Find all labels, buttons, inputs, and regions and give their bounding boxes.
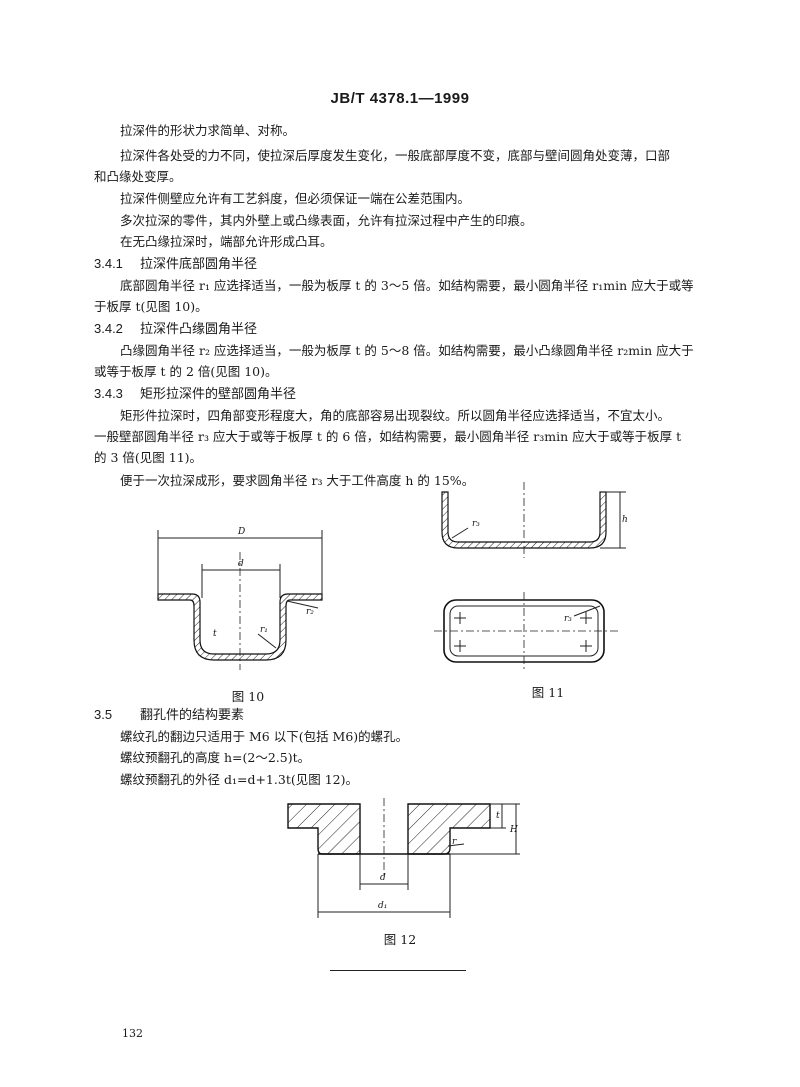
paragraph: 多次拉深的零件，其内外壁上或凸缘表面，允许有拉深过程中产生的印痕。 [120, 213, 533, 228]
paragraph: 或等于板厚 t 的 2 倍(见图 10)。 [94, 364, 278, 379]
label-r3: r₃ [472, 519, 480, 529]
section-number: 3.4.3 [94, 386, 123, 401]
paragraph: 底部圆角半径 r₁ 应选择适当，一般为板厚 t 的 3～5 倍。如结构需要，最小… [120, 278, 694, 293]
page-number: 132 [122, 1027, 143, 1040]
label-D: D [237, 527, 245, 537]
figure-12-drawing: t H r d d₁ [287, 798, 520, 918]
figure-12-caption: 图 12 [383, 932, 417, 947]
paragraph: 矩形件拉深时，四角部变形程度大，角的底部容易出现裂纹。所以圆角半径应选择适当，不… [120, 408, 671, 423]
section-title: 矩形拉深件的壁部圆角半径 [140, 386, 297, 401]
paragraph: 螺纹孔的翻边只适用于 M6 以下(包括 M6)的螺孔。 [120, 729, 409, 744]
label-d: d [238, 559, 244, 569]
paragraph: 于板厚 t(见图 10)。 [94, 299, 208, 314]
label-d1: d₁ [378, 901, 387, 911]
section-heading-3-5: 3.5 翻孔件的结构要素 [94, 704, 244, 725]
label-t: t [213, 629, 217, 639]
page-header: JB/T 4378.1—1999 [330, 90, 470, 107]
section-number: 3.5 [94, 707, 113, 722]
paragraph: 凸缘圆角半径 r₂ 应选择适当，一般为板厚 t 的 5～8 倍。如结构需要，最小… [120, 343, 694, 358]
label-d: d [380, 873, 386, 883]
figure-10-drawing: D d r₂ r₁ t [157, 527, 323, 670]
label-t: t [496, 811, 500, 821]
label-r2: r₂ [306, 607, 314, 617]
figure-10-caption: 图 10 [231, 689, 265, 704]
paragraph: 螺纹预翻孔的外径 d₁=d+1.3t(见图 12)。 [120, 772, 358, 787]
section-heading-3-4-2: 3.4.2 拉深件凸缘圆角半径 [94, 318, 257, 339]
section-heading-3-4-3: 3.4.3 矩形拉深件的壁部圆角半径 [94, 383, 296, 404]
figure-11-caption: 图 11 [531, 685, 565, 700]
section-title: 拉深件底部圆角半径 [140, 256, 258, 271]
paragraph: 在无凸缘拉深时，端部允许形成凸耳。 [120, 234, 333, 249]
label-h: h [622, 515, 628, 525]
paragraph: 螺纹预翻孔的高度 h=(2～2.5)t。 [120, 750, 311, 765]
figure-11-drawing: h r₃ r₃ [434, 482, 628, 672]
paragraph: 拉深件侧壁应允许有工艺斜度，但必须保证一端在公差范围内。 [120, 191, 471, 206]
section-heading-3-4-1: 3.4.1 拉深件底部圆角半径 [94, 253, 257, 274]
section-number: 3.4.1 [94, 256, 123, 271]
paragraph: 一般壁部圆角半径 r₃ 应大于或等于板厚 t 的 6 倍，如结构需要，最小圆角半… [94, 429, 682, 444]
paragraph: 便于一次拉深成形，要求圆角半径 r₃ 大于工件高度 h 的 15%。 [120, 473, 475, 488]
label-r: r [452, 837, 457, 847]
section-title: 拉深件凸缘圆角半径 [140, 321, 258, 336]
paragraph: 拉深件的形状力求简单、对称。 [120, 123, 296, 138]
paragraph: 拉深件各处受的力不同，使拉深后厚度发生变化，一般底部厚度不变，底部与壁间圆角处变… [120, 148, 671, 163]
paragraph: 的 3 倍(见图 11)。 [94, 450, 203, 465]
paragraph: 和凸缘处变厚。 [94, 169, 182, 184]
label-r1: r₁ [260, 625, 268, 635]
section-title: 翻孔件的结构要素 [140, 707, 245, 722]
label-H: H [509, 825, 518, 835]
footnote-rule [330, 970, 466, 971]
section-number: 3.4.2 [94, 321, 123, 336]
label-r3-plan: r₃ [564, 614, 572, 624]
